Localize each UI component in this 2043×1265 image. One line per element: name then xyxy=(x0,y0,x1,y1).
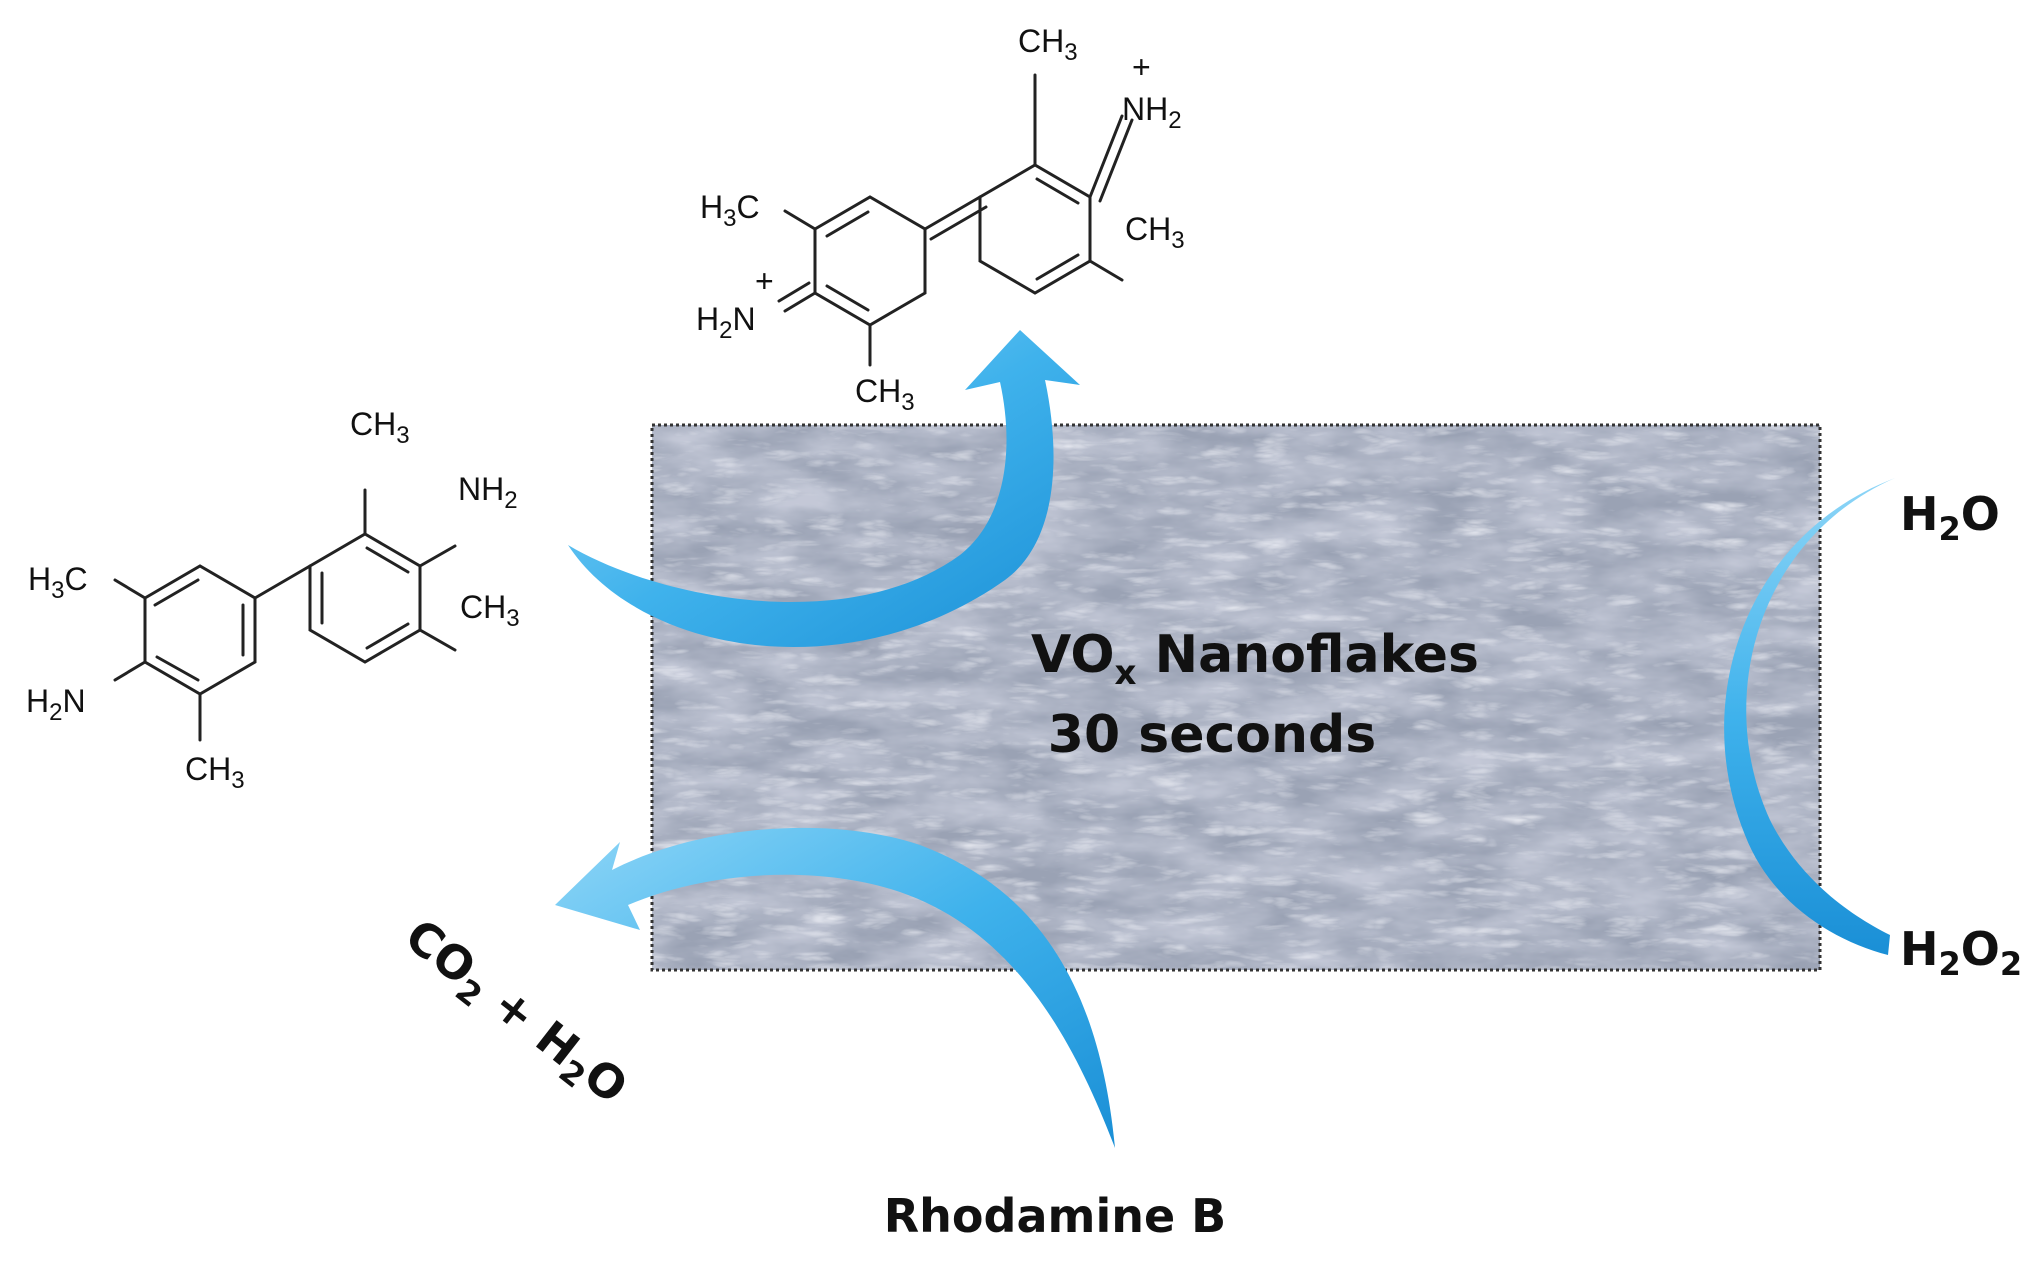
products-label: CO2 + H2O xyxy=(391,908,638,1120)
methyl-label: CH3 xyxy=(1125,211,1185,254)
water-label: H2O xyxy=(1900,487,2000,548)
sem-image-frame xyxy=(650,423,1822,972)
charge-label: + xyxy=(1132,49,1151,85)
dye-label: Rhodamine B xyxy=(884,1189,1226,1243)
methyl-label: CH3 xyxy=(460,589,520,632)
sem-image-highlights xyxy=(652,425,1820,970)
methyl-label: CH3 xyxy=(185,751,245,794)
degradation-arrow-icon xyxy=(555,827,1115,1148)
charge-label: + xyxy=(755,263,774,299)
panel-title-line2: 30 seconds xyxy=(1048,705,1376,765)
amine-label: H2N xyxy=(26,683,86,726)
peroxide-arrow-icon xyxy=(1724,478,1895,955)
iminium-label: H2N xyxy=(696,301,756,344)
reduced-molecule: H3C H2N CH3 CH3 NH2 CH3 xyxy=(26,406,520,794)
oxidation-arrow-icon xyxy=(568,330,1080,648)
arrows xyxy=(555,330,1895,1148)
sem-panel: VOx Nanoflakes 30 seconds xyxy=(650,423,1822,972)
oxidized-molecule: H3C H2N + CH3 CH3 NH2 + CH3 xyxy=(696,23,1185,416)
methyl-label: H3C xyxy=(28,561,88,604)
methyl-label: CH3 xyxy=(855,373,915,416)
peroxide-label: H2O2 xyxy=(1900,922,2022,983)
panel-title-line1: VOx Nanoflakes xyxy=(1031,625,1479,693)
methyl-label: CH3 xyxy=(350,406,410,449)
methyl-label: H3C xyxy=(700,189,760,232)
methyl-label: CH3 xyxy=(1018,23,1078,66)
amine-label: NH2 xyxy=(458,471,518,514)
iminium-label: NH2 xyxy=(1122,91,1182,134)
